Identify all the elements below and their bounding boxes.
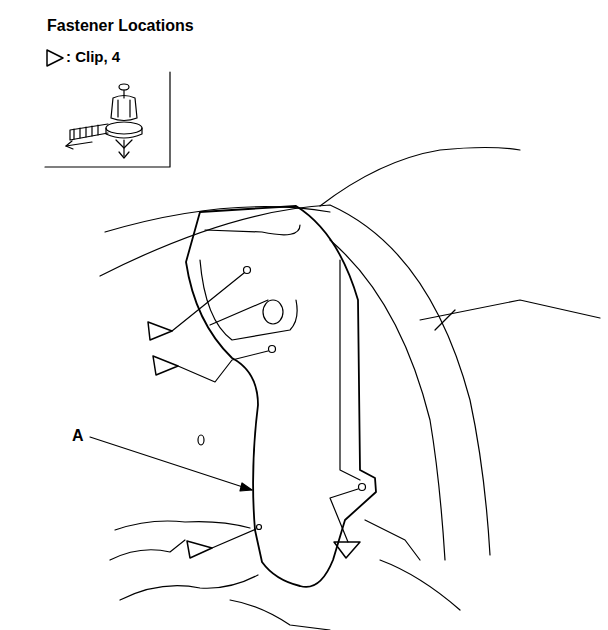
- leader-line: [172, 273, 244, 331]
- body-line: [320, 148, 520, 207]
- wheel-arch: [100, 205, 490, 555]
- clip-symbol: [153, 356, 178, 375]
- part-label: A: [72, 427, 84, 445]
- leader-line: [178, 351, 268, 382]
- body-line: [435, 310, 455, 330]
- liner-edge: [340, 260, 360, 480]
- body-line: [330, 240, 445, 560]
- liner-hole: [263, 300, 283, 324]
- leader-line: [330, 489, 358, 542]
- clip-symbol: [187, 541, 212, 558]
- clip-symbol: [47, 50, 63, 66]
- leader-line: [212, 529, 256, 548]
- clip-point: [269, 346, 276, 353]
- arrowhead: [240, 483, 252, 491]
- body-line: [115, 521, 250, 530]
- body-line: [420, 300, 600, 320]
- clip-point: [244, 267, 251, 274]
- liner-edge: [205, 225, 300, 235]
- hole: [198, 435, 204, 445]
- body-line: [110, 540, 185, 560]
- fender-liner: [186, 206, 376, 587]
- clip-point: [359, 484, 366, 491]
- diagram-title: Fastener Locations: [47, 17, 194, 35]
- liner-edge: [200, 260, 297, 340]
- liner-edge: [210, 300, 268, 325]
- clip-point: [257, 525, 262, 530]
- legend-text: : Clip, 4: [66, 49, 120, 66]
- inset-frame: [45, 72, 170, 167]
- body-line: [365, 520, 420, 560]
- body-line: [120, 575, 258, 600]
- clip-symbol: [148, 322, 172, 340]
- body-line: [380, 560, 460, 610]
- clip-symbol: [334, 542, 360, 558]
- body-line: [230, 600, 330, 630]
- clip-illustration: [66, 84, 142, 158]
- leader-line: [90, 437, 252, 490]
